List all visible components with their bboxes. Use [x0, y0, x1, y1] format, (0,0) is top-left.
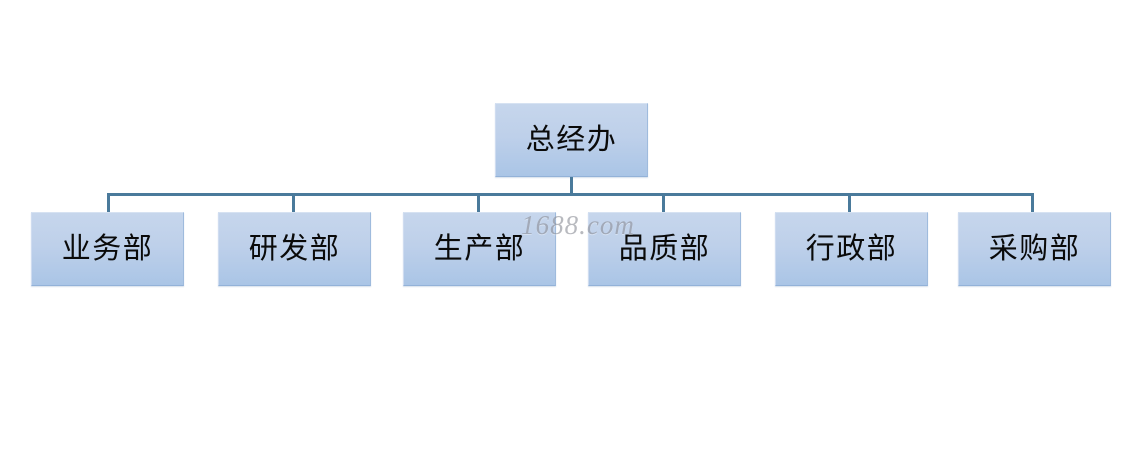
org-node-department-6[interactable]: 采购部: [958, 212, 1111, 286]
connector-drop-4: [662, 193, 665, 213]
org-node-department-3[interactable]: 生产部: [403, 212, 556, 286]
org-node-root[interactable]: 总经办: [495, 103, 648, 177]
org-node-department-4-label: 品质部: [618, 232, 711, 265]
org-node-department-2-label: 研发部: [248, 232, 341, 265]
connector-drop-1: [107, 193, 110, 213]
org-node-department-2[interactable]: 研发部: [218, 212, 371, 286]
connector-root-stem: [570, 177, 573, 196]
connector-horizontal-bus: [108, 193, 1033, 196]
org-node-department-1[interactable]: 业务部: [31, 212, 184, 286]
org-node-department-4[interactable]: 品质部: [588, 212, 741, 286]
org-node-department-6-label: 采购部: [988, 232, 1081, 265]
org-node-department-3-label: 生产部: [433, 232, 526, 265]
org-node-department-1-label: 业务部: [61, 232, 154, 265]
connector-drop-3: [477, 193, 480, 213]
connector-drop-6: [1031, 193, 1034, 213]
connector-drop-2: [292, 193, 295, 213]
org-node-root-label: 总经办: [525, 123, 618, 156]
connector-drop-5: [848, 193, 851, 213]
org-node-department-5[interactable]: 行政部: [775, 212, 928, 286]
org-node-department-5-label: 行政部: [805, 232, 898, 265]
